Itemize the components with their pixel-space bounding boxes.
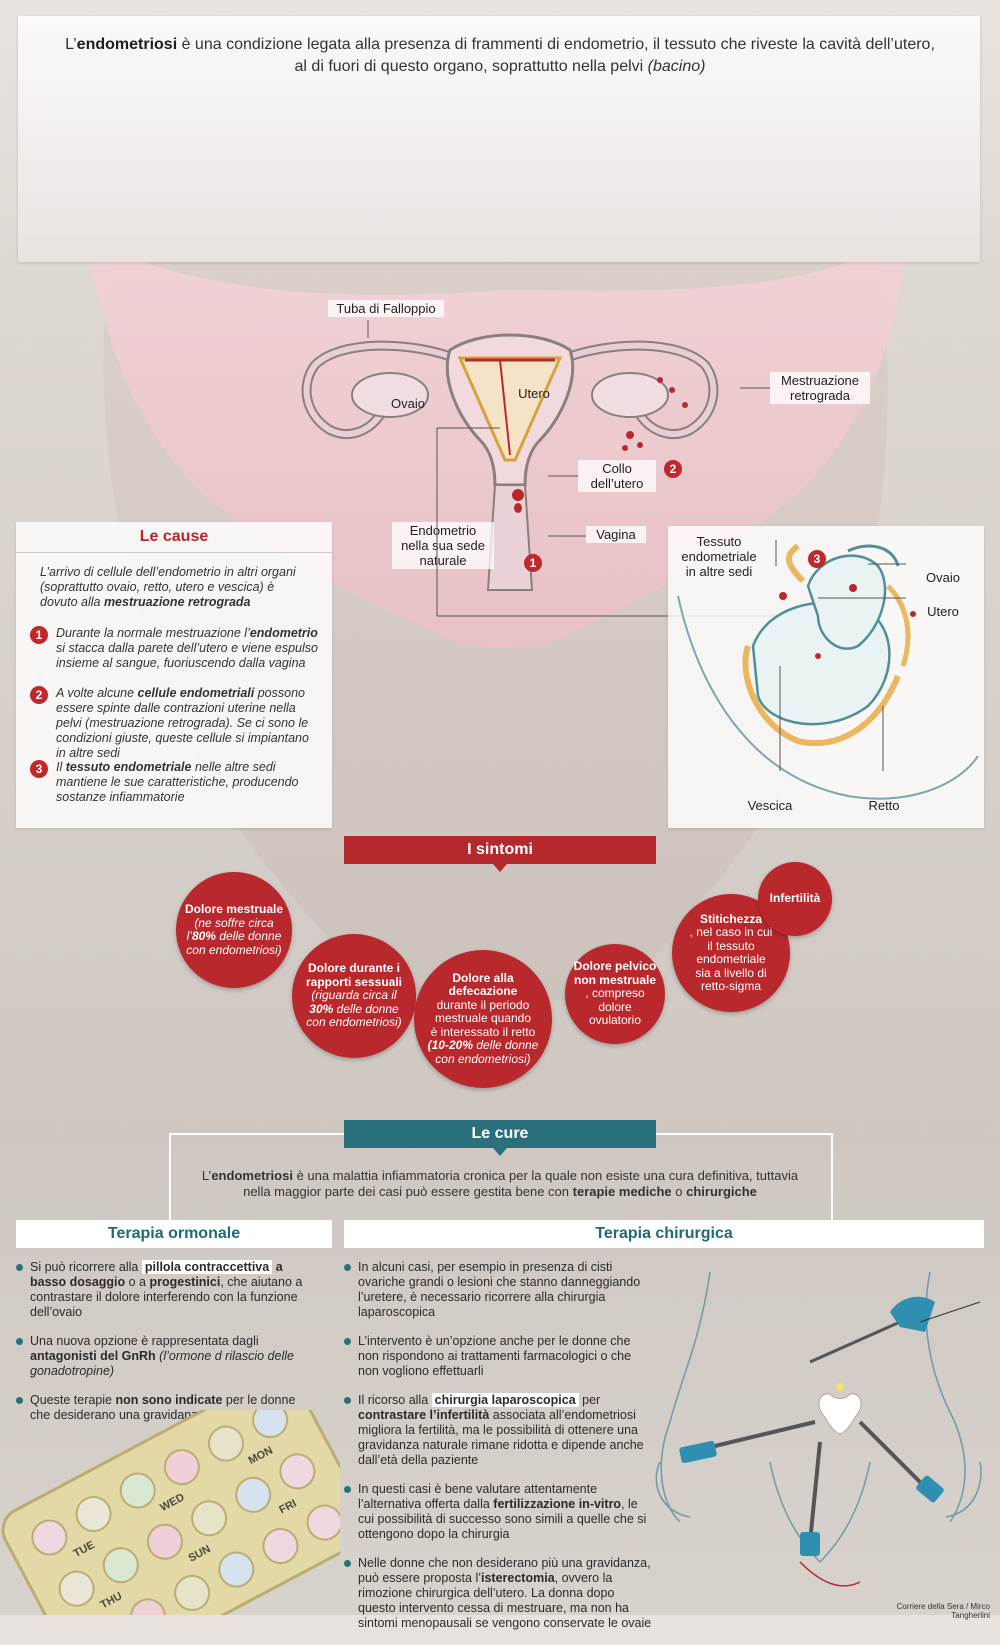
pill [102, 1547, 139, 1584]
chirurgica-item-4: In questi casi è bene valutare attentame… [344, 1482, 654, 1542]
chirurgica-item-1: In alcuni casi, per esempio in presenza … [344, 1260, 654, 1320]
uterus-diagram [301, 320, 719, 591]
label-vagina: Vagina [586, 526, 646, 543]
pill [191, 1500, 228, 1537]
ormonale-title: Terapia ormonale [16, 1220, 332, 1248]
marker-3: 3 [808, 550, 826, 568]
pelvis-side-diagram [677, 540, 979, 800]
chirurgica-item-2: L’intervento è un’opzione anche per le d… [344, 1334, 654, 1379]
cure-caret [493, 1148, 507, 1156]
pill [146, 1523, 183, 1560]
symptom-dolore-rapporti: Dolore durante i rapporti sessuali(rigua… [292, 934, 416, 1058]
cure-intro: L’endometriosi è una malattia infiammato… [201, 1168, 799, 1199]
cause-item-3: 3 Il tessuto endometriale nelle altre se… [30, 760, 320, 805]
sintomi-banner: I sintomi [344, 836, 656, 864]
laparoscopy-illustration [655, 1271, 982, 1587]
credit-text: Corriere della Sera / Mirco Tangherlini [896, 1602, 990, 1620]
cure-banner: Le cure [344, 1120, 656, 1148]
pill [119, 1472, 156, 1509]
pill [279, 1453, 316, 1490]
header-panel [18, 16, 980, 262]
pill [58, 1570, 95, 1607]
cause-item-1: 1 Durante la normale mestruazione l’endo… [30, 626, 320, 671]
pill [235, 1476, 272, 1513]
symptom-dolore-pelvico: Dolore pelvico non mestruale, compreso d… [565, 944, 665, 1044]
label-retto: Retto [868, 798, 900, 813]
cause-num-1: 1 [30, 626, 48, 644]
pill [174, 1574, 211, 1611]
pill [306, 1504, 340, 1541]
cause-panel [16, 522, 332, 828]
ormonale-item-2: Una nuova opzione è rappresentata dagli … [16, 1334, 316, 1379]
label-vescica: Vescica [747, 798, 793, 813]
pill [252, 1410, 289, 1439]
pill [163, 1449, 200, 1486]
cause-num-2: 2 [30, 686, 48, 704]
pill [130, 1598, 167, 1615]
label-side-ovaio: Ovaio [926, 570, 960, 585]
label-tessuto: Tessuto endometriale in altre sedi [681, 534, 757, 579]
pill [218, 1551, 255, 1588]
label-tuba: Tuba di Falloppio [328, 300, 444, 317]
label-endometrio-sede: Endometrio nella sua sede naturale [392, 522, 494, 569]
cause-intro: L’arrivo di cellule dell’endometrio in a… [40, 565, 296, 609]
label-collo: Collo dell’utero [578, 460, 656, 492]
chirurgica-list: In alcuni casi, per esempio in presenza … [344, 1260, 654, 1645]
label-side-utero: Utero [927, 604, 959, 619]
marker-2: 2 [664, 460, 682, 478]
ormonale-item-1: Si può ricorrere alla pillola contraccet… [16, 1260, 316, 1320]
label-ovaio: Ovaio [391, 396, 425, 411]
pill [31, 1519, 68, 1556]
pill [75, 1496, 112, 1533]
chirurgica-title: Terapia chirurgica [344, 1220, 984, 1248]
cause-item-2: 2 A volte alcune cellule endometriali po… [30, 686, 320, 761]
ormonale-list: Si può ricorrere alla pillola contraccet… [16, 1260, 316, 1437]
label-mestruazione: Mestruazione retrograda [770, 372, 870, 404]
pill [262, 1528, 299, 1565]
chirurgica-item-3: Il ricorso alla chirurgia laparoscopica … [344, 1393, 654, 1468]
chirurgica-item-5: Nelle donne che non desiderano più una g… [344, 1556, 654, 1631]
cause-num-3: 3 [30, 760, 48, 778]
cause-title: Le cause [139, 528, 209, 545]
ormonale-item-3: Queste terapie non sono indicate per le … [16, 1393, 316, 1423]
sintomi-caret [493, 864, 507, 872]
symptom-dolore-defecazione: Dolore alla defecazione durante il perio… [414, 950, 552, 1088]
label-utero: Utero [518, 386, 550, 401]
symptom-dolore-mestruale: Dolore mestruale(ne soffre circa l’80% d… [176, 872, 292, 988]
symptom-infertilita: Infertilità [758, 862, 832, 936]
intro-text: L’endometriosi è una condizione legata a… [65, 36, 935, 75]
pill [207, 1425, 244, 1462]
marker-1: 1 [524, 554, 542, 572]
cure-bracket [169, 1133, 833, 1225]
